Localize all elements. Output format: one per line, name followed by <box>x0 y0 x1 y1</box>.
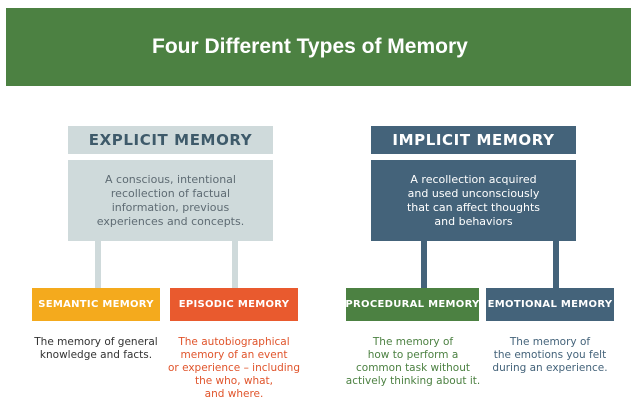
implicit-description-text: A recollection acquired and used unconsc… <box>406 172 541 228</box>
procedural-caption: The memory of how to perform a common ta… <box>345 336 481 387</box>
explicit-memory-heading: EXPLICIT MEMORY <box>68 126 273 154</box>
episodic-memory-box: EPISODIC MEMORY <box>170 288 298 321</box>
page-title: Four Different Types of Memory <box>152 35 468 58</box>
explicit-description-text: A conscious, intentional recollection of… <box>96 172 245 228</box>
semantic-caption: The memory of general knowledge and fact… <box>34 336 158 361</box>
emotional-memory-box: EMOTIONAL MEMORY <box>486 288 614 321</box>
semantic-memory-box: SEMANTIC MEMORY <box>32 288 160 321</box>
emotional-caption: The memory of the emotions you felt duri… <box>492 336 608 374</box>
episodic-caption: The autobiographical memory of an event … <box>167 336 301 400</box>
implicit-memory-description: A recollection acquired and used unconsc… <box>371 160 576 241</box>
connector-implicit-emotional <box>553 241 559 288</box>
connector-explicit-semantic <box>95 241 101 288</box>
explicit-memory-description: A conscious, intentional recollection of… <box>68 160 273 241</box>
connector-explicit-episodic <box>232 241 238 288</box>
title-banner: Four Different Types of Memory <box>6 8 631 86</box>
procedural-memory-box: PROCEDURAL MEMORY <box>345 288 479 321</box>
connector-implicit-procedural <box>421 241 427 288</box>
implicit-memory-heading: IMPLICIT MEMORY <box>371 126 576 154</box>
